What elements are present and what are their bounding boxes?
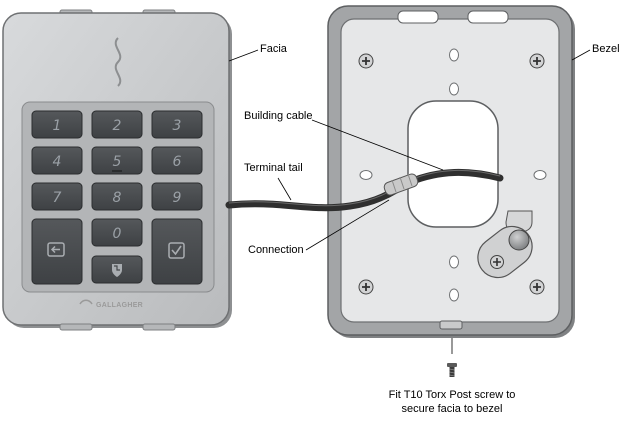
mount-hole — [359, 170, 373, 180]
check-icon — [168, 242, 185, 259]
key-8[interactable]: 8 — [91, 182, 143, 211]
screw-icon — [358, 53, 374, 69]
screw-icon — [358, 279, 374, 295]
key-label: 3 — [173, 118, 182, 134]
key-9[interactable]: 9 — [151, 182, 203, 211]
screw-note-line2: secure facia to bezel — [401, 403, 503, 415]
leader-lines — [228, 49, 591, 354]
mount-hole — [449, 82, 459, 96]
key-1[interactable]: 1 — [31, 110, 83, 139]
bezel-top-slot-left — [397, 10, 439, 24]
bezel-leader — [571, 49, 591, 61]
bezel-label: Bezel — [592, 43, 620, 55]
enter-icon — [47, 242, 65, 257]
facia: 1 2 3 4 5 6 7 8 9 0 — [2, 9, 232, 331]
terminal-tail-label: Terminal tail — [244, 162, 303, 174]
cable — [225, 168, 504, 212]
brand-text: GALLAGHER — [96, 302, 143, 309]
torx-post-screw-icon — [447, 363, 457, 377]
check-key[interactable] — [151, 218, 203, 285]
enter-key[interactable] — [31, 218, 83, 285]
connection-sleeve — [383, 173, 419, 196]
key-label: 5 — [113, 154, 122, 170]
screw-icon — [529, 279, 545, 295]
shield-key[interactable] — [91, 255, 143, 284]
key-label: 8 — [113, 190, 122, 206]
key-label: 6 — [173, 154, 182, 170]
key-label: 4 — [53, 154, 62, 170]
facia-bottom-tab-left — [59, 323, 93, 331]
facia-label: Facia — [260, 43, 287, 55]
key-3[interactable]: 3 — [151, 110, 203, 139]
key-label: 9 — [173, 190, 182, 206]
key-label: 1 — [53, 118, 62, 134]
key-7[interactable]: 7 — [31, 182, 83, 211]
key-0[interactable]: 0 — [91, 218, 143, 247]
connection-label: Connection — [248, 244, 304, 256]
gallagher-logo: GALLAGHER — [79, 299, 143, 309]
facia-leader — [228, 49, 259, 62]
connection-leader — [305, 199, 390, 251]
terminal-tail-cable — [225, 186, 400, 212]
building-cable-leader — [311, 119, 444, 171]
cable-opening — [407, 100, 499, 228]
screw-note-line1: Fit T10 Torx Post screw to — [388, 389, 516, 401]
facia-bottom-tab-right — [142, 323, 176, 331]
terminal-tail-leader — [277, 177, 292, 201]
key-6[interactable]: 6 — [151, 146, 203, 175]
building-cable — [406, 168, 504, 186]
bezel-bottom-notch — [439, 320, 463, 330]
mount-hole — [449, 48, 459, 62]
key-label: 0 — [113, 226, 122, 242]
key-label: 2 — [113, 118, 122, 134]
mount-hole — [533, 170, 547, 180]
screw-icon — [529, 53, 545, 69]
key-2[interactable]: 2 — [91, 110, 143, 139]
bezel-top-slot-right — [467, 10, 509, 24]
key-4[interactable]: 4 — [31, 146, 83, 175]
torx-post-bracket — [477, 210, 533, 279]
key-label: 7 — [53, 190, 62, 206]
reader-wave-icon — [114, 37, 122, 87]
mount-hole — [449, 255, 459, 269]
building-cable-label: Building cable — [244, 110, 313, 122]
screw-icon — [490, 255, 504, 269]
mount-hole — [449, 288, 459, 302]
key-5[interactable]: 5 — [91, 146, 143, 175]
